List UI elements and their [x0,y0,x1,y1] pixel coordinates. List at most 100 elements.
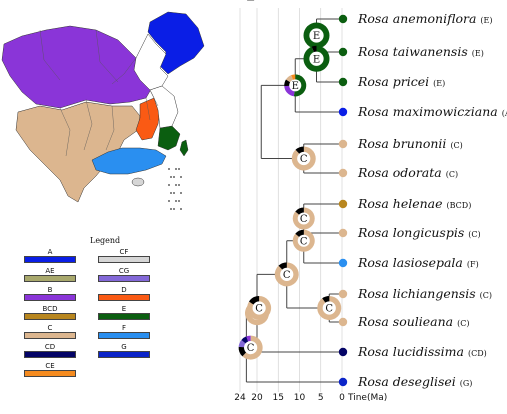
legend-item-swatch [24,370,76,377]
pie-center [280,267,294,281]
species-area-code: (C) [480,291,492,300]
island-dot [173,208,175,210]
legend-item-label: B [47,286,53,294]
island-dot [170,208,172,210]
legend-item-swatch [98,294,150,301]
time-axis-label: Tine(Ma) [347,393,387,403]
legend-item-label: CG [118,267,130,275]
island-dot [178,168,180,170]
province-border [111,57,137,85]
pie-center [297,234,310,247]
legend-item-swatch [24,275,76,282]
tip-area-marker [338,168,348,178]
tip-area-marker [338,317,348,327]
province-border [83,99,93,151]
legend-item-label: AE [45,267,55,275]
tip-area-marker [338,77,348,87]
legend-title: Legend [90,236,121,245]
island-dot [178,200,180,202]
species-name: Rosa brunonii [357,136,446,151]
tip-area-marker [338,289,348,299]
pie-center [322,301,336,315]
ancestral-area-node: C [292,229,315,252]
species-name: Rosa maximowicziana [357,104,498,119]
legend-item-swatch [24,351,76,358]
legend-item-swatch [98,256,150,263]
legend-item-label: G [121,343,127,351]
legend-item: CF [98,248,150,263]
time-tick-label: 10 [294,393,306,403]
legend-item-label: F [121,324,127,332]
tip-area-marker [338,47,348,57]
tip-area-marker [338,139,348,149]
node-area-label: E [313,54,320,65]
tip-area-marker [338,199,348,209]
species-area-code: (G) [460,379,473,388]
species-area-code: (C) [450,141,462,150]
region-ne-white [133,33,169,91]
time-tick-label: 0 [339,393,345,403]
node-area-label: E [313,31,320,42]
island-dot [180,208,182,210]
ancestral-area-node: E [303,22,330,49]
species-area-code: (C) [457,319,469,328]
china-area-map [1,11,205,210]
province-border [145,97,151,121]
province-border [105,105,115,151]
legend-item-swatch [98,351,150,358]
province-border [59,107,71,157]
tip-area-marker [338,377,348,387]
legend-item-swatch [98,332,150,339]
pie-center [297,212,310,225]
time-tick-label: 15 [273,393,284,403]
island-dot [170,192,172,194]
legend-item-swatch [24,332,76,339]
legend-item: F [98,324,150,339]
species-name: Rosa anemoniflora [357,11,476,26]
node-area-label: C [257,0,265,3]
region-f [91,147,167,175]
island-dot [178,184,180,186]
region-a [147,11,205,75]
island-dot [173,176,175,178]
island-dot [175,200,177,202]
ancestral-area-node: C [317,296,342,321]
legend-item-swatch [98,313,150,320]
taiwan-island [179,139,189,157]
species-area-code: (E) [472,49,484,58]
legend-item-label: D [121,286,127,294]
pie-center [244,340,258,355]
legend-item: A [24,248,76,263]
legend-item: G [98,343,150,358]
ancestral-area-node: C [292,207,315,230]
legend-item-label: C [47,324,53,332]
legend-item-label: CE [45,362,55,370]
legend-item-swatch [24,256,76,263]
island-dot [175,168,177,170]
species-area-code: (CD) [468,349,487,358]
ancestral-area-node: C [238,335,263,360]
legend-item: CE [24,362,76,377]
species-name: Rosa odorata [357,165,442,180]
island-dot [168,168,170,170]
node-area-label: C [300,214,308,225]
legend-item-swatch [98,275,150,282]
pie-center [289,79,302,92]
legend-item: E [98,305,150,320]
legend-item-swatch [24,294,76,301]
province-border [95,29,119,83]
species-area-code: (E) [480,16,492,25]
node-area-label: E [292,81,299,92]
node-area-label: C [300,154,308,165]
ancestral-area-node: E [284,74,307,97]
ancestral-area-node: C [247,296,272,321]
time-tick-label: 20 [251,393,263,403]
legend-item-label: A [47,248,53,256]
island-dot [180,192,182,194]
legend-item: B [24,286,76,301]
ancestral-area-node: C [291,146,316,171]
ancestral-area-node: C [232,0,248,8]
legend-item-label: BCD [42,305,58,313]
tip-area-marker [338,228,348,238]
